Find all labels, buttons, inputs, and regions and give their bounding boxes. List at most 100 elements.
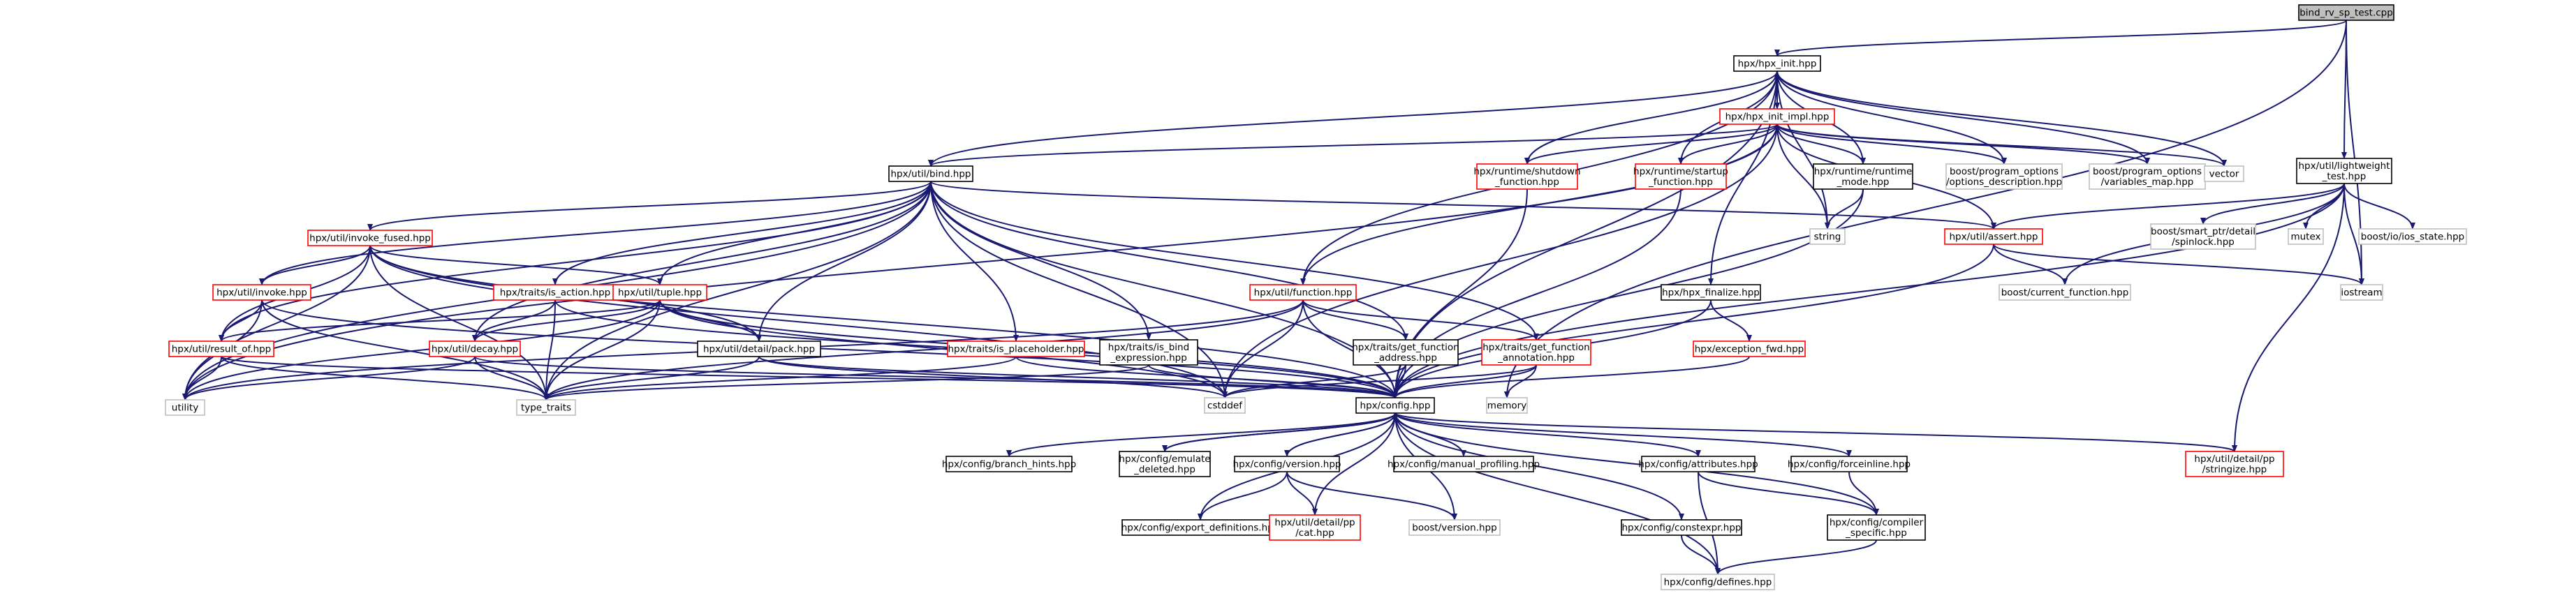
node-cat[interactable]: hpx/util/detail/pp/cat.hpp — [1269, 514, 1361, 541]
edge-is_action-to-decay — [472, 299, 556, 342]
node-root[interactable]: bind_rv_sp_test.cpp — [2298, 4, 2394, 21]
node-defines[interactable]: hpx/config/defines.hpp — [1661, 574, 1775, 590]
node-config[interactable]: hpx/config.hpp — [1355, 397, 1435, 414]
node-config_version[interactable]: hpx/config/version.hpp — [1233, 456, 1341, 472]
node-spinlock[interactable]: boost/smart_ptr/detail/spinlock.hpp — [2150, 223, 2256, 250]
node-label: boost/program_options — [1950, 166, 2059, 177]
node-box — [1944, 228, 2043, 245]
edge-exception_fwd-to-config — [1392, 356, 1750, 398]
edge-function-to-type_traits — [543, 299, 1304, 401]
node-label: _address.hpp — [1374, 352, 1437, 364]
edge-assert-to-current_function — [1993, 244, 2068, 285]
node-label: hpx/util/decay.hpp — [432, 344, 518, 355]
node-label: hpx/traits/get_function — [1482, 342, 1589, 353]
node-mutex[interactable]: mutex — [2288, 228, 2324, 245]
node-current_function[interactable]: boost/current_function.hpp — [1999, 284, 2131, 301]
node-bind[interactable]: hpx/util/bind.hpp — [888, 165, 973, 182]
node-label: hpx/runtime/startup — [1633, 166, 1728, 177]
node-box — [1733, 55, 1821, 72]
node-ios_state[interactable]: boost/io/ios_state.hpp — [2358, 228, 2467, 245]
edge-function-to-get_fn_annot — [1302, 299, 1539, 341]
node-lightweight[interactable]: hpx/util/lightweight_test.hpp — [2296, 158, 2392, 184]
node-hpx_init_impl[interactable]: hpx/hpx_init_impl.hpp — [1719, 108, 1835, 125]
node-po_vmap[interactable]: boost/program_options/variables_map.hpp — [2089, 163, 2206, 190]
node-label: hpx/util/result_of.hpp — [172, 344, 272, 355]
node-box — [947, 341, 1085, 357]
node-branch_hints[interactable]: hpx/config/branch_hints.hpp — [942, 456, 1076, 472]
node-get_fn_annot[interactable]: hpx/traits/get_function_annotation.hpp — [1481, 339, 1591, 366]
node-po_desc[interactable]: boost/program_options/options_descriptio… — [1945, 163, 2063, 190]
node-forceinline[interactable]: hpx/config/forceinline.hpp — [1788, 456, 1911, 472]
node-label: type_traits — [521, 403, 571, 414]
node-function[interactable]: hpx/util/function.hpp — [1249, 284, 1357, 301]
node-hpx_init[interactable]: hpx/hpx_init.hpp — [1733, 55, 1821, 72]
edge-lightweight-to-assert — [1991, 183, 2345, 230]
node-label: hpx/util/detail/pack.hpp — [703, 344, 815, 355]
node-utility[interactable]: utility — [165, 399, 205, 416]
node-label: _function.hpp — [1648, 177, 1713, 188]
node-vector[interactable]: vector — [2204, 165, 2244, 182]
node-label: hpx/traits/get_function — [1352, 342, 1459, 353]
edge-hpx_init_impl-to-shutdown — [1524, 124, 1778, 165]
edge-tuple-to-result_of — [219, 299, 661, 342]
edge-compiler_specific-to-defines — [1715, 539, 1877, 575]
node-type_traits[interactable]: type_traits — [516, 399, 576, 416]
node-label: hpx/config/branch_hints.hpp — [942, 459, 1076, 470]
node-label: iostream — [2341, 287, 2382, 299]
edge-assert-to-iostream — [1993, 244, 2364, 285]
node-box — [1234, 456, 1340, 472]
edge-lightweight-to-stringize — [2232, 183, 2345, 452]
edge-invoke-to-config — [261, 299, 1398, 398]
edge-forceinline-to-compiler_specific — [1848, 471, 1879, 516]
node-box — [1486, 397, 1528, 414]
node-label: hpx/hpx_init.hpp — [1738, 59, 1817, 70]
edge-runtime_mode-to-string — [1825, 188, 1864, 230]
node-box — [2340, 284, 2383, 301]
node-box — [1099, 339, 1198, 366]
node-iostream[interactable]: iostream — [2340, 284, 2383, 301]
node-result_of[interactable]: hpx/util/result_of.hpp — [168, 341, 274, 357]
edge-bind-to-assert — [930, 181, 1996, 230]
node-shutdown[interactable]: hpx/runtime/shutdown_function.hpp — [1473, 163, 1581, 190]
edge-tuple-to-type_traits — [543, 299, 661, 401]
node-cstddef[interactable]: cstddef — [1204, 397, 1246, 414]
node-box — [1204, 397, 1246, 414]
node-is_bind_expr[interactable]: hpx/traits/is_bind_expression.hpp — [1099, 339, 1198, 366]
node-finalize[interactable]: hpx/hpx_finalize.hpp — [1661, 284, 1761, 301]
node-invoke_fused[interactable]: hpx/util/invoke_fused.hpp — [307, 230, 433, 246]
node-tuple[interactable]: hpx/util/tuple.hpp — [612, 284, 707, 301]
node-startup[interactable]: hpx/runtime/startup_function.hpp — [1633, 163, 1728, 190]
node-stringize[interactable]: hpx/util/detail/pp/stringize.hpp — [2185, 451, 2284, 477]
node-boost_version[interactable]: boost/version.hpp — [1408, 519, 1501, 536]
node-manual_profiling[interactable]: hpx/config/manual_profiling.hpp — [1388, 456, 1540, 472]
node-label: cstddef — [1207, 401, 1243, 412]
node-box — [168, 341, 274, 357]
node-box — [1621, 519, 1742, 536]
node-memory[interactable]: memory — [1486, 397, 1528, 414]
node-invoke[interactable]: hpx/util/invoke.hpp — [212, 284, 311, 301]
edge-decay-to-config — [474, 356, 1398, 398]
node-pack[interactable]: hpx/util/detail/pack.hpp — [697, 341, 821, 357]
edge-root-to-memory — [1504, 20, 2347, 398]
node-compiler_specific[interactable]: hpx/config/compiler_specific.hpp — [1827, 514, 1926, 541]
node-decay[interactable]: hpx/util/decay.hpp — [429, 341, 521, 357]
node-box — [429, 341, 521, 357]
node-export_defs[interactable]: hpx/config/export_definitions.hpp — [1121, 519, 1280, 536]
node-runtime_mode[interactable]: hpx/runtime/runtime_mode.hpp — [1813, 163, 1913, 190]
edge-function-to-cstddef — [1222, 299, 1304, 398]
node-exception_fwd[interactable]: hpx/exception_fwd.hpp — [1693, 341, 1806, 357]
node-label: hpx/config/constexpr.hpp — [1621, 523, 1741, 534]
node-assert[interactable]: hpx/util/assert.hpp — [1944, 228, 2043, 245]
node-attributes[interactable]: hpx/config/attributes.hpp — [1638, 456, 1758, 472]
node-get_fn_addr[interactable]: hpx/traits/get_function_address.hpp — [1352, 339, 1459, 366]
edge-hpx_init_impl-to-po_desc — [1776, 124, 2007, 165]
node-constexpr[interactable]: hpx/config/constexpr.hpp — [1621, 519, 1742, 536]
node-label: /cat.hpp — [1295, 528, 1334, 539]
node-is_action[interactable]: hpx/traits/is_action.hpp — [493, 284, 617, 301]
edge-config-to-constexpr — [1394, 412, 1684, 521]
node-box — [1999, 284, 2131, 301]
node-is_placeholder[interactable]: hpx/traits/is_placeholder.hpp — [947, 341, 1085, 357]
edge-pack-to-config — [758, 356, 1398, 398]
node-emulate_deleted[interactable]: hpx/config/emulate_deleted.hpp — [1119, 451, 1211, 477]
node-string[interactable]: string — [1809, 228, 1846, 245]
